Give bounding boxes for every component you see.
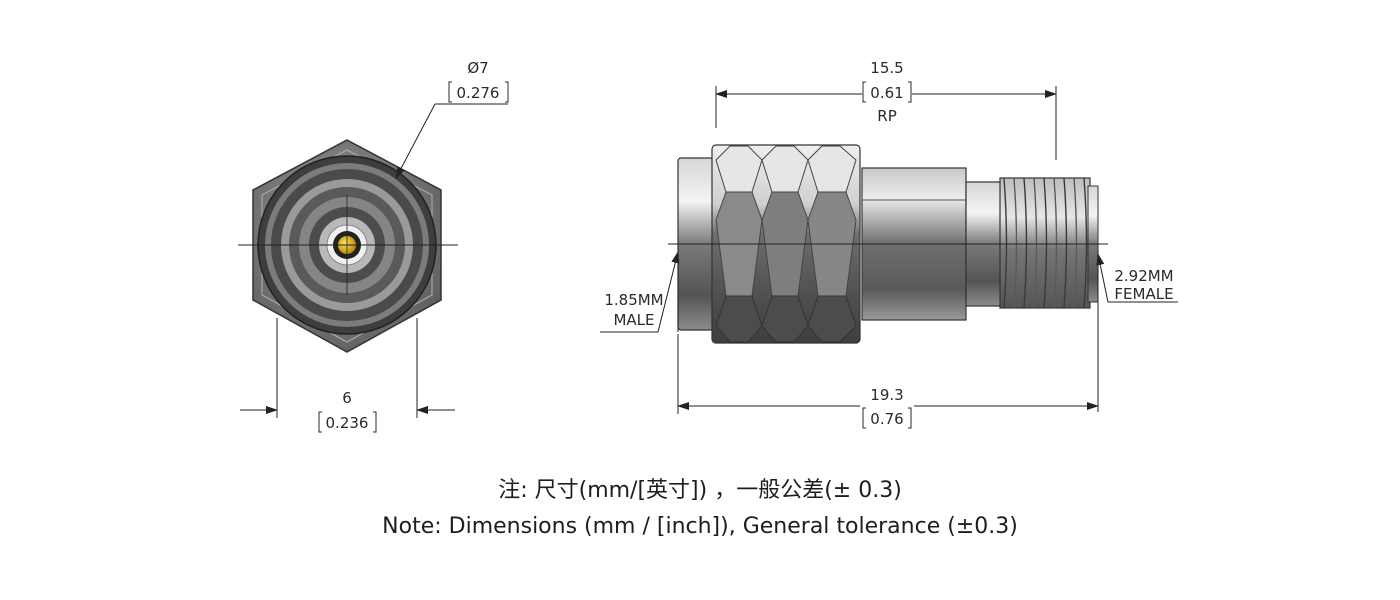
thread-ridge	[1013, 177, 1018, 309]
diameter-in-label: 0.276	[457, 84, 500, 102]
thread-ridge	[1033, 177, 1038, 309]
female-thread	[999, 177, 1091, 309]
rp-in-label: 0.61	[870, 84, 903, 102]
male-label: MALE	[613, 311, 654, 329]
note-chinese: 注: 尺寸(mm/[英寸]) ，一般公差(± 0.3)	[498, 478, 902, 503]
diameter-leader-line	[395, 103, 436, 179]
rp-label: RP	[877, 107, 896, 125]
hex-width-in-label: 0.236	[326, 414, 369, 432]
female-label: FEMALE	[1114, 285, 1173, 303]
diameter-mm-label: Ø7	[467, 59, 488, 77]
side-view: 15.5 0.61 RP 1.85MM MALE 2.92MM FEMALE 1…	[600, 59, 1178, 429]
thread-ridge	[1043, 177, 1048, 309]
rp-mm-label: 15.5	[870, 59, 903, 77]
length-in-label: 0.76	[870, 410, 903, 428]
thread-ridge	[1053, 177, 1058, 309]
note-english: Note: Dimensions (mm / [inch]), General …	[382, 514, 1018, 539]
male-size-label: 1.85MM	[604, 291, 663, 309]
thread-ridge	[1003, 177, 1008, 309]
female-size-label: 2.92MM	[1114, 267, 1173, 285]
thread-ridge	[1063, 177, 1068, 309]
front-view: Ø7 0.276 6 0.236	[238, 59, 509, 433]
thread-ridge	[1073, 177, 1078, 309]
thread-ridge	[1023, 177, 1028, 309]
hex-width-mm-label: 6	[342, 389, 352, 407]
thread-ridge	[1083, 177, 1088, 309]
length-mm-label: 19.3	[870, 386, 903, 404]
